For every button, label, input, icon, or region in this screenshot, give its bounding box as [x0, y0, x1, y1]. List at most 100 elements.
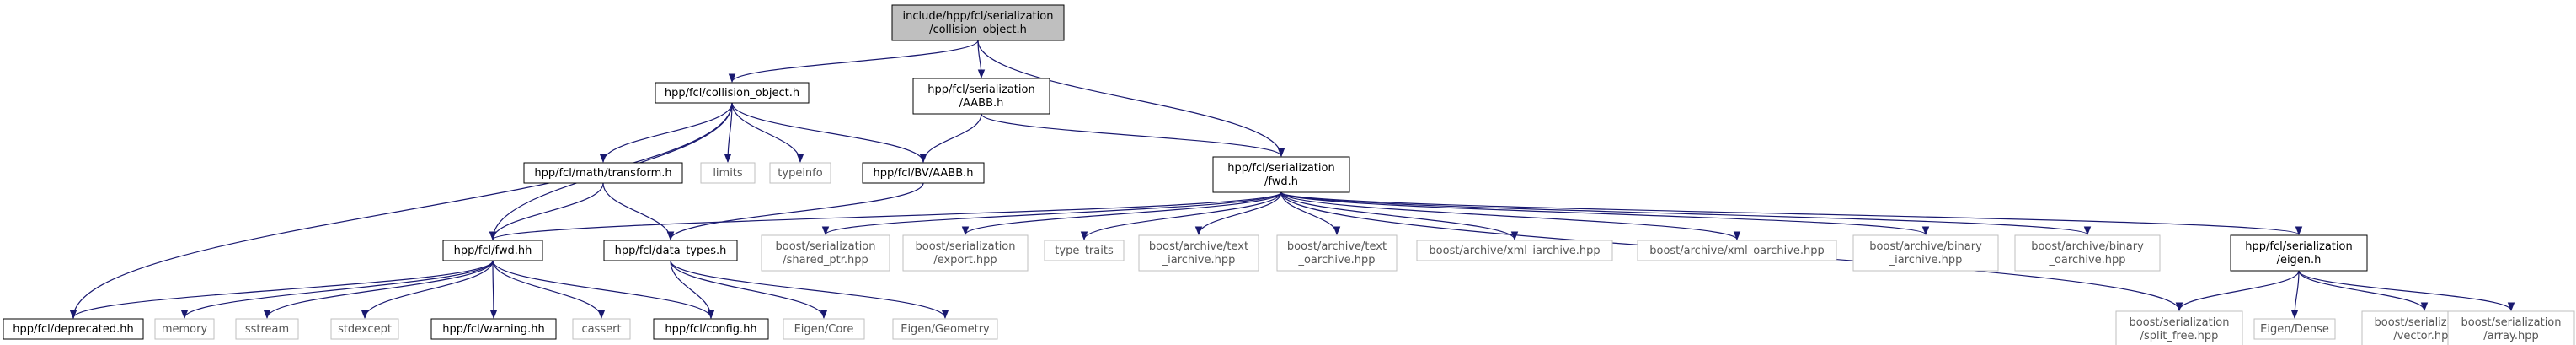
node-cassert: cassert [572, 318, 631, 340]
node-label: boost/archive/binary [2031, 240, 2144, 253]
node-label: hpp/fcl/deprecated.hh [13, 323, 133, 336]
node-type-traits: type_traits [1044, 240, 1125, 261]
node-box [653, 318, 769, 340]
node-box [442, 240, 543, 261]
edge-fwd_hh-to-sstream [263, 260, 494, 320]
node-label: Eigen/Geometry [901, 323, 990, 336]
node-label: memory [162, 323, 208, 336]
edge-ser_eigen-to-vector [2298, 270, 2429, 312]
node-label: hpp/fcl/serialization [1227, 162, 1334, 175]
edge-fwd_hh-to-warning [489, 260, 498, 320]
node-box [769, 162, 831, 184]
node-label: boost/archive/text [1149, 240, 1248, 253]
node-limits: limits [700, 162, 756, 184]
node-label: hpp/fcl/BV/AABB.h [874, 167, 974, 180]
node-box [655, 82, 810, 104]
node-box [603, 240, 738, 261]
node-box [1044, 240, 1125, 261]
node-box [1852, 234, 1999, 272]
node-eigen-geometry: Eigen/Geometry [892, 318, 998, 340]
node-label: stdexcept [338, 323, 392, 336]
node-transform[interactable]: hpp/fcl/math/transform.h [523, 162, 683, 184]
node-box [330, 318, 399, 340]
edge-bv_aabb-to-data_types [666, 182, 924, 241]
node-root[interactable]: include/hpp/fcl/serialization/collision_… [891, 4, 1065, 41]
node-export: boost/serialization/export.hpp [902, 234, 1029, 272]
edge-data_types-to-config [670, 260, 715, 320]
node-label: boost/serialization [915, 240, 1015, 253]
node-box [154, 318, 215, 340]
edge-ser_fwd-to-text_oarchive [1280, 191, 1341, 236]
edge-ser_aabb-to-ser_fwd [981, 113, 1285, 158]
edge-collision_object-to-deprecated [69, 102, 733, 320]
node-eigen-core: Eigen/Core [783, 318, 865, 340]
node-box [572, 318, 631, 340]
node-box [2115, 310, 2243, 345]
node-fwd-hh[interactable]: hpp/fcl/fwd.hh [442, 240, 543, 261]
node-xml-oarchive: boost/archive/xml_oarchive.hpp [1637, 240, 1837, 261]
edge-fwd_hh-to-cassert [492, 260, 606, 320]
node-binary-oarchive: boost/archive/binary_oarchive.hpp [2014, 234, 2161, 272]
node-bv-aabb[interactable]: hpp/fcl/BV/AABB.h [862, 162, 985, 184]
node-ser-aabb[interactable]: hpp/fcl/serialization/AABB.h [912, 78, 1050, 115]
node-text-iarchive: boost/archive/text_iarchive.hpp [1138, 234, 1259, 272]
edge-ser_fwd-to-binary_iarchive [1280, 191, 1929, 236]
node-label: /fwd.h [1264, 175, 1298, 188]
node-box [892, 318, 998, 340]
node-ser-eigen[interactable]: hpp/fcl/serialization/eigen.h [2230, 234, 2368, 272]
node-typeinfo: typeinfo [769, 162, 831, 184]
node-config[interactable]: hpp/fcl/config.hh [653, 318, 769, 340]
node-box [1138, 234, 1259, 272]
node-label: boost/archive/xml_iarchive.hpp [1429, 245, 1600, 257]
node-box [3, 318, 144, 340]
node-label: /export.hpp [933, 254, 997, 267]
node-label: typeinfo [778, 167, 822, 180]
edge-ser_fwd-to-type_traits [1080, 191, 1282, 241]
node-label: _iarchive.hpp [1162, 254, 1236, 267]
edge-ser_fwd-to-fwd_hh [489, 191, 1282, 241]
node-label: /array.hpp [2483, 330, 2539, 342]
node-label: boost/archive/text [1287, 240, 1387, 253]
node-label: /collision_object.h [929, 24, 1027, 36]
edge-ser_eigen-to-eigen_dense [2290, 270, 2300, 320]
node-label: _oarchive.hpp [1297, 254, 1375, 267]
edge-fwd_hh-to-stdexcept [361, 260, 494, 320]
node-box [891, 4, 1065, 41]
edge-ser_fwd-to-text_iarchive [1194, 191, 1282, 236]
node-label: boost/serialization [2461, 316, 2561, 329]
edge-collision_object-to-bv_aabb [731, 102, 927, 164]
node-eigen-dense: Eigen/Dense [2253, 318, 2336, 340]
node-collision-object[interactable]: hpp/fcl/collision_object.h [655, 82, 810, 104]
node-label: Eigen/Dense [2260, 323, 2329, 336]
edge-ser_eigen-to-split_free [2175, 270, 2300, 312]
node-stdexcept: stdexcept [330, 318, 399, 340]
edge-root-to-ser_fwd [977, 40, 1285, 158]
edge-root-to-collision_object [728, 40, 979, 84]
node-label: boost/serialization [775, 240, 875, 253]
node-box [430, 318, 557, 340]
node-label: hpp/fcl/config.hh [665, 323, 756, 336]
node-label: _oarchive.hpp [2048, 254, 2125, 267]
node-ser-fwd[interactable]: hpp/fcl/serialization/fwd.h [1212, 156, 1350, 193]
node-box [783, 318, 865, 340]
node-box [235, 318, 299, 340]
edge-ser_fwd-to-xml_oarchive [1280, 191, 1741, 241]
edge-collision_object-to-transform [599, 102, 733, 164]
node-warning[interactable]: hpp/fcl/warning.hh [430, 318, 557, 340]
node-label: boost/archive/xml_oarchive.hpp [1649, 245, 1825, 257]
node-label: /eigen.h [2277, 254, 2322, 267]
node-box [1416, 240, 1613, 261]
edge-collision_object-to-typeinfo [731, 102, 804, 164]
node-label: hpp/fcl/math/transform.h [534, 167, 671, 180]
node-label: sstream [245, 323, 289, 336]
edge-ser_eigen-to-array [2298, 270, 2515, 312]
node-memory: memory [154, 318, 215, 340]
edge-transform-to-fwd_hh [489, 182, 604, 241]
node-box [2447, 310, 2575, 345]
node-label: _iarchive.hpp [1889, 254, 1963, 267]
node-data-types[interactable]: hpp/fcl/data_types.h [603, 240, 738, 261]
node-box [700, 162, 756, 184]
edge-fwd_hh-to-config [492, 260, 715, 320]
node-deprecated[interactable]: hpp/fcl/deprecated.hh [3, 318, 144, 340]
node-label: hpp/fcl/serialization [927, 84, 1034, 96]
